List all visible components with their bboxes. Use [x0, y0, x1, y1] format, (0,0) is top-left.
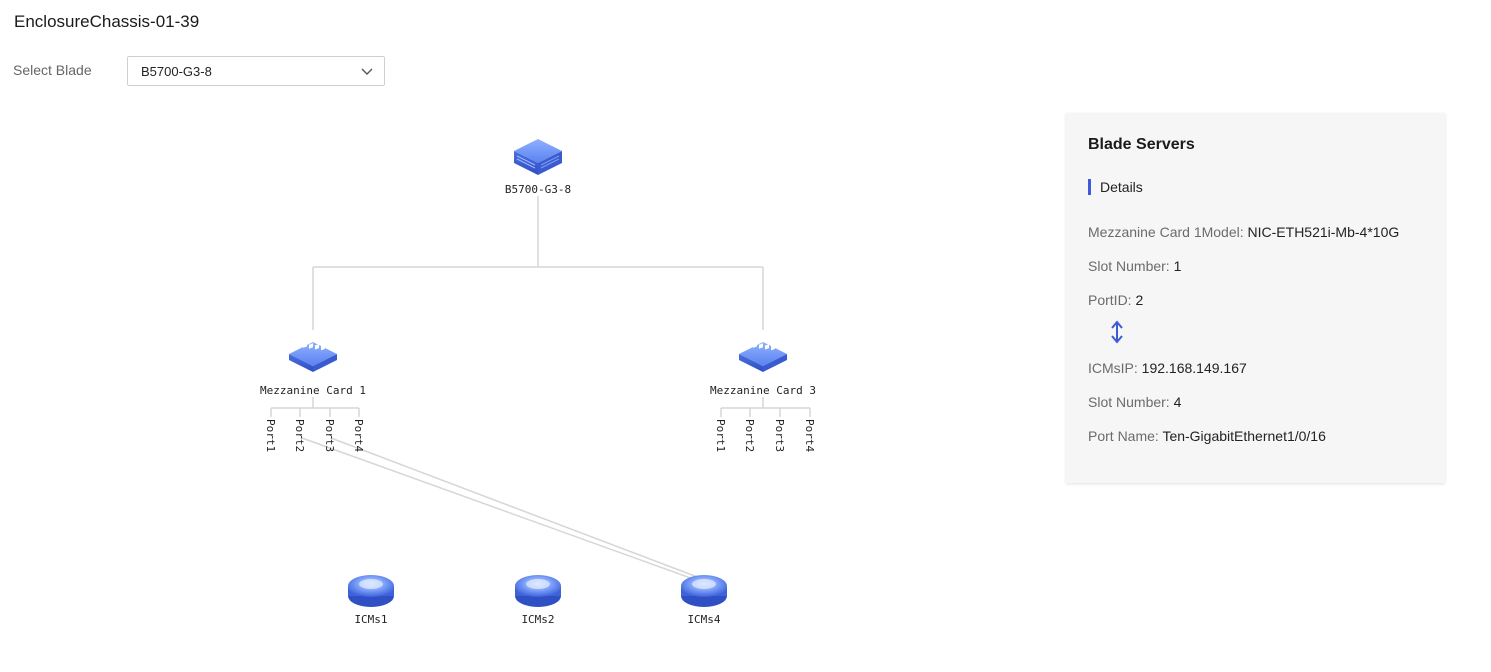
detail-value: Ten-GigabitEthernet1/0/16 — [1162, 428, 1326, 444]
icm-switch-icon — [681, 575, 727, 607]
detail-key: Slot Number: — [1088, 258, 1174, 274]
details-section-header: Details — [1088, 179, 1143, 195]
icm-node-2[interactable]: ICMs2 — [515, 575, 561, 626]
detail-value: NIC-ETH521i-Mb-4*10G — [1247, 224, 1400, 240]
port-label[interactable]: Port2 — [743, 419, 756, 452]
panel-title: Blade Servers — [1088, 136, 1195, 153]
detail-row-icm-slot: Slot Number: 4 — [1088, 394, 1181, 410]
mezzanine-card-icon — [739, 342, 787, 372]
blade-server-node[interactable]: B5700-G3-8 — [505, 139, 571, 196]
detail-value: 2 — [1135, 292, 1144, 308]
detail-key: ICMsIP: — [1088, 360, 1142, 376]
icm-label: ICMs4 — [687, 613, 720, 626]
blade-server-icon — [514, 139, 562, 175]
icm-node-1[interactable]: ICMs1 — [348, 575, 394, 626]
detail-row-port-name: Port Name: Ten-GigabitEthernet1/0/16 — [1088, 428, 1326, 444]
detail-key: PortID: — [1088, 292, 1136, 308]
port-label[interactable]: Port3 — [773, 419, 786, 452]
select-blade-label: Select Blade — [13, 62, 92, 78]
card-3-ports: Port1 Port2 Port3 Port4 — [714, 419, 816, 452]
detail-row-portid: PortID: 2 — [1088, 292, 1143, 308]
mezzanine-card-icon — [289, 342, 337, 372]
port-label[interactable]: Port1 — [714, 419, 727, 452]
icm-label: ICMs1 — [354, 613, 387, 626]
detail-value: 1 — [1173, 258, 1182, 274]
port-label[interactable]: Port4 — [803, 419, 816, 452]
card-label: Mezzanine Card 3 — [710, 384, 816, 397]
detail-key: Slot Number: — [1088, 394, 1174, 410]
card-label: Mezzanine Card 1 — [260, 384, 366, 397]
card-1-ports: Port1 Port2 Port3 Port4 — [264, 419, 365, 452]
page-title: EnclosureChassis-01-39 — [14, 12, 200, 31]
port-links — [301, 437, 701, 581]
link-port3-icms4 — [330, 437, 701, 579]
detail-key: Mezzanine Card 1Model: — [1088, 224, 1248, 240]
detail-value: 192.168.149.167 — [1141, 360, 1247, 376]
icm-node-4[interactable]: ICMs4 — [681, 575, 727, 626]
detail-key: Port Name: — [1088, 428, 1163, 444]
double-arrow-vertical-icon — [1111, 320, 1123, 344]
port-label[interactable]: Port2 — [293, 419, 306, 452]
detail-row-slot: Slot Number: 1 — [1088, 258, 1181, 274]
port-label[interactable]: Port3 — [323, 419, 336, 452]
topology-diagram: B5700-G3-8 Mezzanine Card 1 Mezzanine Ca… — [260, 139, 816, 626]
port-label[interactable]: Port4 — [352, 419, 365, 452]
mezzanine-card-1-node[interactable]: Mezzanine Card 1 — [260, 342, 366, 397]
blade-select[interactable]: B5700-G3-8 — [127, 56, 385, 86]
icm-switch-icon — [348, 575, 394, 607]
icm-switch-icon — [515, 575, 561, 607]
blade-select-value: B5700-G3-8 — [141, 64, 212, 79]
tree-connectors — [270, 196, 811, 417]
details-panel: Blade Servers Details Mezzanine Card 1Mo… — [1066, 113, 1445, 483]
detail-row-model: Mezzanine Card 1Model: NIC-ETH521i-Mb-4*… — [1088, 224, 1399, 240]
detail-value: 4 — [1173, 394, 1182, 410]
blade-label: B5700-G3-8 — [505, 183, 571, 196]
link-port2-icms4 — [301, 437, 697, 581]
chevron-down-icon — [361, 68, 373, 75]
port-label[interactable]: Port1 — [264, 419, 277, 452]
icm-label: ICMs2 — [521, 613, 554, 626]
mezzanine-card-3-node[interactable]: Mezzanine Card 3 — [710, 342, 816, 397]
detail-row-icms-ip: ICMsIP: 192.168.149.167 — [1088, 360, 1247, 376]
